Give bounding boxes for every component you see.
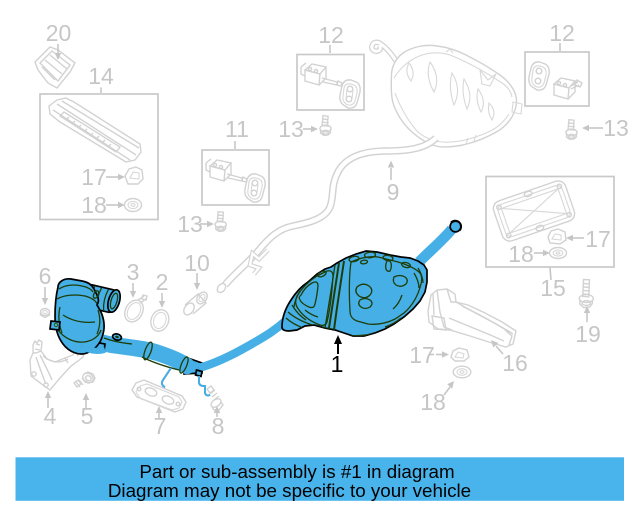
svg-text:19: 19 [575, 321, 601, 347]
svg-text:18: 18 [508, 241, 534, 267]
svg-text:7: 7 [154, 413, 167, 439]
svg-text:20: 20 [46, 20, 72, 46]
svg-text:18: 18 [420, 389, 446, 415]
svg-text:17: 17 [81, 164, 107, 190]
svg-text:12: 12 [318, 22, 344, 48]
svg-text:2: 2 [156, 269, 169, 295]
svg-text:5: 5 [81, 403, 94, 429]
svg-text:11: 11 [225, 116, 249, 142]
svg-text:3: 3 [127, 259, 140, 285]
svg-text:15: 15 [540, 275, 566, 301]
svg-text:6: 6 [39, 263, 52, 289]
svg-text:9: 9 [387, 179, 400, 205]
svg-text:10: 10 [184, 250, 210, 276]
svg-text:Part or sub-assembly is #1 in: Part or sub-assembly is #1 in diagram [139, 461, 454, 482]
svg-text:17: 17 [585, 226, 611, 252]
svg-text:Diagram may not be specific to: Diagram may not be specific to your vehi… [108, 480, 471, 501]
svg-text:8: 8 [212, 413, 225, 439]
svg-text:13: 13 [177, 211, 203, 237]
svg-text:12: 12 [549, 20, 575, 46]
svg-text:1: 1 [331, 351, 344, 377]
svg-text:16: 16 [502, 350, 528, 376]
svg-text:13: 13 [603, 115, 629, 141]
svg-text:14: 14 [88, 63, 114, 89]
svg-text:18: 18 [81, 192, 107, 218]
svg-text:4: 4 [44, 403, 57, 429]
svg-text:13: 13 [278, 116, 304, 142]
